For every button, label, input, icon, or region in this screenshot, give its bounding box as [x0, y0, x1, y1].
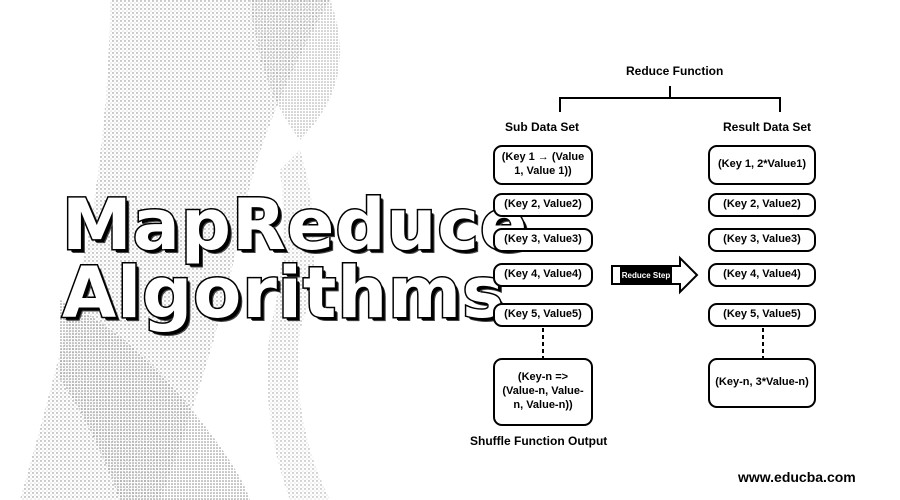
result-data-box-4: (Key 4, Value4) [708, 263, 816, 287]
title-line-1: MapReduce [60, 184, 529, 266]
shuffle-output-label: Shuffle Function Output [470, 434, 608, 448]
result-data-box-3: (Key 3, Value3) [708, 228, 816, 252]
result-data-box-2: (Key 2, Value2) [708, 193, 816, 217]
result-data-box-n: (Key-n, 3*Value-n) [708, 358, 816, 408]
brace-bracket [559, 86, 781, 112]
sub-data-box-3: (Key 3, Value3) [493, 228, 593, 252]
reduce-step-label: Reduce Step [620, 266, 672, 284]
result-data-set-header: Result Data Set [723, 120, 812, 134]
reduce-function-label: Reduce Function [626, 64, 724, 78]
sub-data-box-2: (Key 2, Value2) [493, 193, 593, 217]
sub-data-box-n: (Key-n => (Value-n, Value-n, Value-n)) [493, 358, 593, 426]
sub-data-box-4: (Key 4, Value4) [493, 263, 593, 287]
sub-data-set-header: Sub Data Set [505, 120, 580, 134]
watermark-url: www.educba.com [738, 469, 856, 485]
result-data-box-5: (Key 5, Value5) [708, 303, 816, 327]
result-data-box-1: (Key 1, 2*Value1) [708, 145, 816, 185]
title-line-2: Algorithms [61, 252, 506, 334]
sub-data-box-5: (Key 5, Value5) [493, 303, 593, 327]
sub-data-box-1: (Key 1 → (Value 1, Value 1)) [493, 145, 593, 185]
